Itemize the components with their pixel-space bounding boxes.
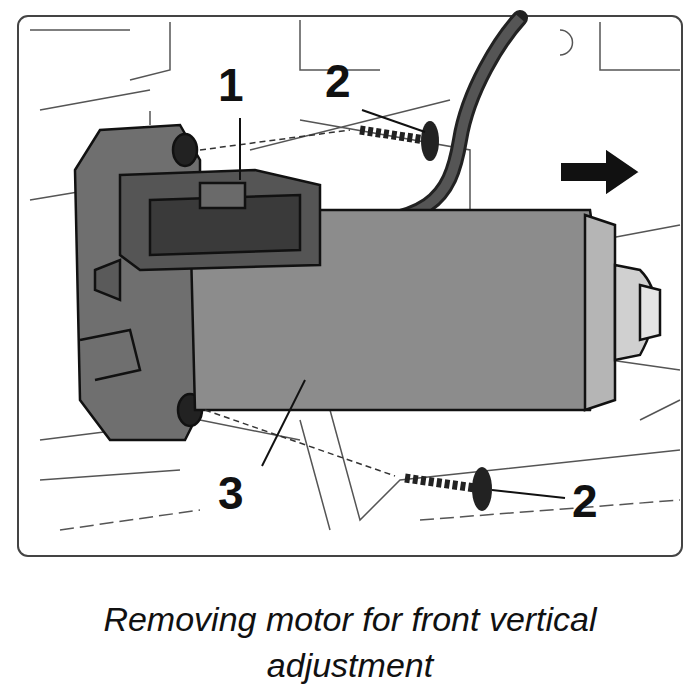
- callout-number: 2: [325, 58, 351, 104]
- leader-line: [240, 110, 565, 498]
- background-lines: [30, 20, 680, 530]
- screw: [405, 467, 492, 511]
- callout-number: 1: [218, 62, 244, 108]
- callout-number: 2: [572, 478, 598, 524]
- direction-arrow: [560, 148, 640, 196]
- frame: [18, 16, 682, 556]
- callout-number: 3: [218, 470, 244, 516]
- connector: [120, 170, 320, 270]
- cable-core: [320, 18, 520, 225]
- caption: Removing motor for front vertical adjust…: [40, 596, 660, 688]
- cable: [320, 18, 520, 225]
- alignment-line: [200, 130, 395, 476]
- motor: [75, 125, 660, 440]
- screw: [360, 121, 439, 161]
